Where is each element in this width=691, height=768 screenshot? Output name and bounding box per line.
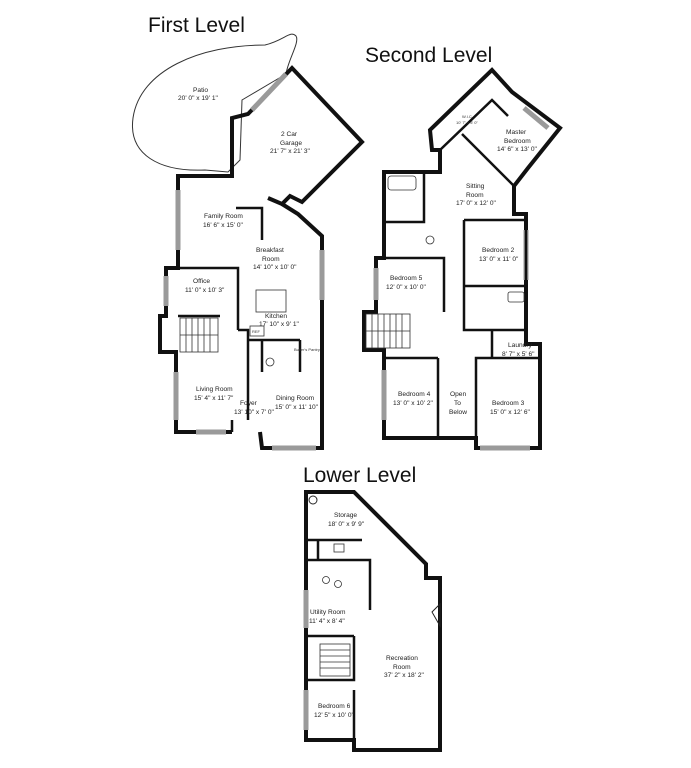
first-level-title: First Level [148, 14, 245, 37]
family-dims: 16' 6" x 15' 0" [203, 222, 243, 229]
sitting-dims: 17' 0" x 12' 0" [456, 200, 496, 207]
master-name-1: Master [506, 129, 527, 136]
office-name: Office [193, 278, 210, 285]
garage-dims: 21' 7" x 21' 3" [270, 148, 310, 155]
laundry-name: Laundry [508, 342, 533, 349]
bed5-name: Bedroom 5 [390, 275, 423, 282]
family-name: Family Room [204, 213, 243, 220]
second-level-interior-walls [384, 98, 540, 438]
ref-label: REF [252, 329, 261, 334]
bed5-dims: 12' 0" x 10' 0" [386, 284, 426, 291]
garage-door-window [250, 72, 288, 112]
bed6-dims: 12' 5" x 10' 0" [314, 712, 354, 719]
lower-sink [333, 543, 345, 553]
lower-level-plan: Storage 18' 0" x 9' 9" Utility Room 11' … [303, 490, 442, 752]
lower-level-stairs [319, 643, 351, 677]
fireplace-icon [431, 602, 441, 628]
living-dims: 15' 4" x 11' 7" [194, 395, 234, 402]
powder-toilet [265, 357, 275, 367]
patio-name: Patio [193, 87, 208, 94]
living-name: Living Room [196, 386, 233, 393]
lower-level-exterior-walls [304, 490, 442, 752]
first-level-plan: REF Butler's Pantry Patio 20' 0" x 19' 1… [132, 33, 365, 451]
recreation-dims: 37' 2" x 18' 2" [384, 672, 424, 679]
bed6-name: Bedroom 6 [318, 703, 351, 710]
bed3-name: Bedroom 3 [492, 400, 525, 407]
recreation-name-1: Recreation [386, 655, 418, 662]
wic-dims: 10' 7" x 5' 0" [456, 120, 479, 125]
utility-dims: 11' 4" x 8' 4" [309, 618, 345, 625]
bed3-dims: 15' 0" x 12' 6" [490, 409, 530, 416]
water-heater-icon [322, 576, 330, 584]
open-name-3: Below [449, 409, 467, 416]
bed2-dims: 13' 0" x 11' 0" [479, 256, 519, 263]
refrigerator [249, 325, 265, 337]
recreation-name-2: Room [393, 664, 411, 671]
first-level-interior-walls [178, 206, 302, 432]
tub-second-bath [387, 175, 417, 191]
bed4-dims: 13' 0" x 10' 2" [393, 400, 433, 407]
foyer-dims: 13' 10" x 7' 0" [234, 409, 274, 416]
open-name-1: Open [450, 391, 466, 398]
kitchen-island [255, 289, 287, 313]
storage-name: Storage [334, 512, 357, 519]
garage-walls [230, 65, 365, 207]
sump-icon [308, 495, 318, 505]
foyer-name: Foyer [240, 400, 258, 407]
breakfast-name-2: Room [262, 256, 280, 263]
toilet-hall-bath [425, 235, 435, 245]
wic-name: W.I.C [462, 114, 472, 119]
sitting-name-1: Sitting [466, 183, 485, 190]
lower-level-interior-walls [306, 538, 372, 740]
sitting-name-2: Room [466, 192, 484, 199]
breakfast-dims: 14' 10" x 10' 0" [253, 264, 297, 271]
tub-bed2-bath [507, 291, 525, 303]
office-dims: 11' 0" x 10' 3" [185, 287, 225, 294]
second-level-plan: W.I.C 10' 7" x 5' 0" Master Bedroom 14' … [362, 67, 563, 451]
master-window [522, 106, 550, 130]
kitchen-name: Kitchen [265, 313, 287, 320]
utility-name: Utility Room [310, 609, 346, 616]
pantry-label: Butler's Pantry [294, 347, 320, 352]
second-level-stairs [365, 313, 411, 349]
furnace-icon [334, 580, 342, 588]
dining-name: Dining Room [276, 395, 315, 402]
garage-name-2: Garage [280, 140, 302, 147]
bed4-name: Bedroom 4 [398, 391, 431, 398]
laundry-dims: 8' 7" x 5' 6" [502, 351, 535, 358]
kitchen-dims: 17' 10" x 9' 1" [259, 321, 299, 328]
lower-level-title: Lower Level [303, 464, 416, 487]
master-dims: 14' 6" x 13' 0" [497, 146, 537, 153]
master-name-2: Bedroom [504, 138, 531, 145]
garage-name-1: 2 Car [281, 131, 298, 138]
patio-dims: 20' 0" x 19' 1" [178, 95, 218, 102]
patio-outline [132, 33, 298, 173]
open-name-2: To [454, 400, 461, 407]
breakfast-name-1: Breakfast [256, 247, 284, 254]
dining-dims: 15' 0" x 11' 10" [275, 404, 319, 411]
second-level-title: Second Level [365, 44, 492, 67]
first-level-stairs [179, 317, 219, 353]
storage-dims: 18' 0" x 9' 9" [328, 521, 365, 528]
bed2-name: Bedroom 2 [482, 247, 515, 254]
